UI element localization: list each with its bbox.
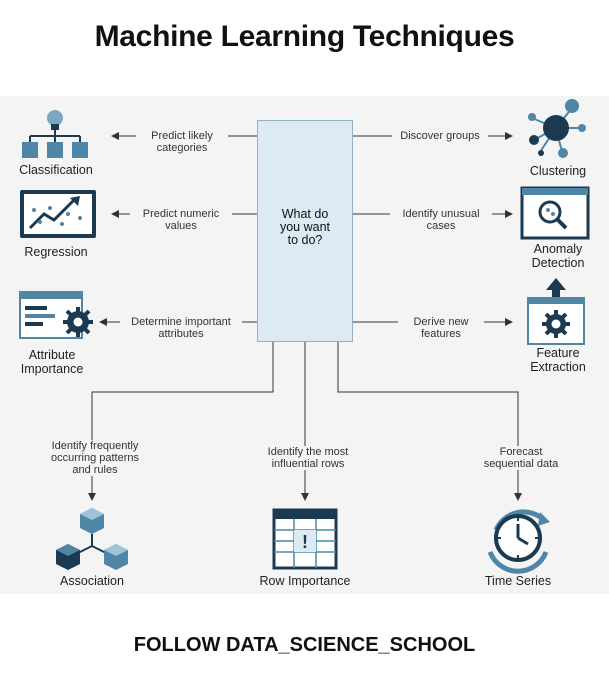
classification-name: Classification [19, 163, 93, 177]
regression-name: Regression [24, 245, 88, 259]
regression-action-line-1: Predict numeric [142, 208, 220, 220]
diagram-connectors: ! [19, 99, 590, 574]
anomaly-action: Identify unusual cases [390, 208, 492, 232]
feature-extraction-name-line-2: Extraction [530, 360, 586, 374]
classification-action-line-2: categories [156, 142, 208, 154]
anomaly-detection-name: Anomaly Detection [512, 242, 604, 270]
association-action: Identify frequently occurring patterns a… [36, 440, 154, 476]
row-importance-action-line-1: Identify the most [267, 446, 349, 458]
arrow-association [88, 342, 274, 501]
feature-action-line-1: Derive new [413, 316, 469, 328]
center-line-3: to do? [287, 233, 323, 247]
association-action-line-2: occurring patterns [50, 452, 140, 464]
attribute-importance-action-line-1: Determine important [131, 316, 231, 328]
clock-icon [487, 509, 550, 574]
attribute-importance-name: Attribute Importance [4, 348, 100, 376]
clustering-action: Discover groups [392, 130, 488, 142]
window-gear-icon [19, 291, 93, 339]
anomaly-action-line-2: cases [426, 220, 456, 232]
row-importance-action: Identify the most influential rows [250, 446, 366, 470]
cubes-icon [56, 508, 128, 570]
time-series-action-line-2: sequential data [483, 458, 559, 470]
time-series-action-line-1: Forecast [499, 446, 543, 458]
attribute-importance-name-line-2: Importance [20, 362, 84, 376]
footer-follow: FOLLOW DATA_SCIENCE_SCHOOL [133, 634, 476, 656]
association-action-line-1: Identify frequently [51, 440, 139, 452]
classification-action-line-1: Predict likely [151, 130, 213, 142]
feature-extraction-name: Feature Extraction [512, 346, 604, 374]
table-alert-icon: ! [272, 508, 338, 570]
center-line-2: you want [279, 220, 331, 234]
attribute-importance-action-line-2: attributes [158, 328, 204, 340]
feature-extraction-name-line-1: Feature [536, 346, 580, 360]
association-action-line-3: and rules [72, 464, 118, 476]
anomaly-detection-name-line-1: Anomaly [533, 242, 583, 256]
classification-action: Predict likely categories [136, 130, 228, 154]
clustering-action-line-1: Discover groups [400, 130, 480, 142]
center-question: What do you want to do? [257, 208, 353, 247]
anomaly-action-line-1: Identify unusual [402, 208, 480, 220]
clustering-name: Clustering [529, 164, 587, 178]
center-line-1: What do [281, 207, 329, 221]
anomaly-detection-name-line-2: Detection [531, 256, 585, 270]
center-question-box [257, 120, 353, 342]
time-series-name: Time Series [484, 574, 552, 588]
regression-action: Predict numeric values [130, 208, 232, 232]
attribute-importance-action: Determine important attributes [120, 316, 242, 340]
gear-upload-icon [527, 278, 585, 345]
network-nodes-icon [528, 99, 586, 158]
trend-chart-icon [20, 190, 96, 238]
magnifier-window-icon [520, 186, 590, 240]
time-series-action: Forecast sequential data [468, 446, 574, 470]
arrow-time-series [337, 342, 522, 501]
regression-action-line-2: values [165, 220, 197, 232]
hierarchy-icon [22, 110, 88, 158]
row-importance-name: Row Importance [259, 574, 351, 588]
page-title: Machine Learning Techniques [94, 20, 515, 53]
association-name: Association [60, 574, 124, 588]
row-importance-action-line-2: influential rows [271, 458, 345, 470]
feature-action: Derive new features [398, 316, 484, 340]
svg-text:!: ! [302, 532, 308, 552]
feature-action-line-2: features [421, 328, 461, 340]
attribute-importance-name-line-1: Attribute [28, 348, 76, 362]
